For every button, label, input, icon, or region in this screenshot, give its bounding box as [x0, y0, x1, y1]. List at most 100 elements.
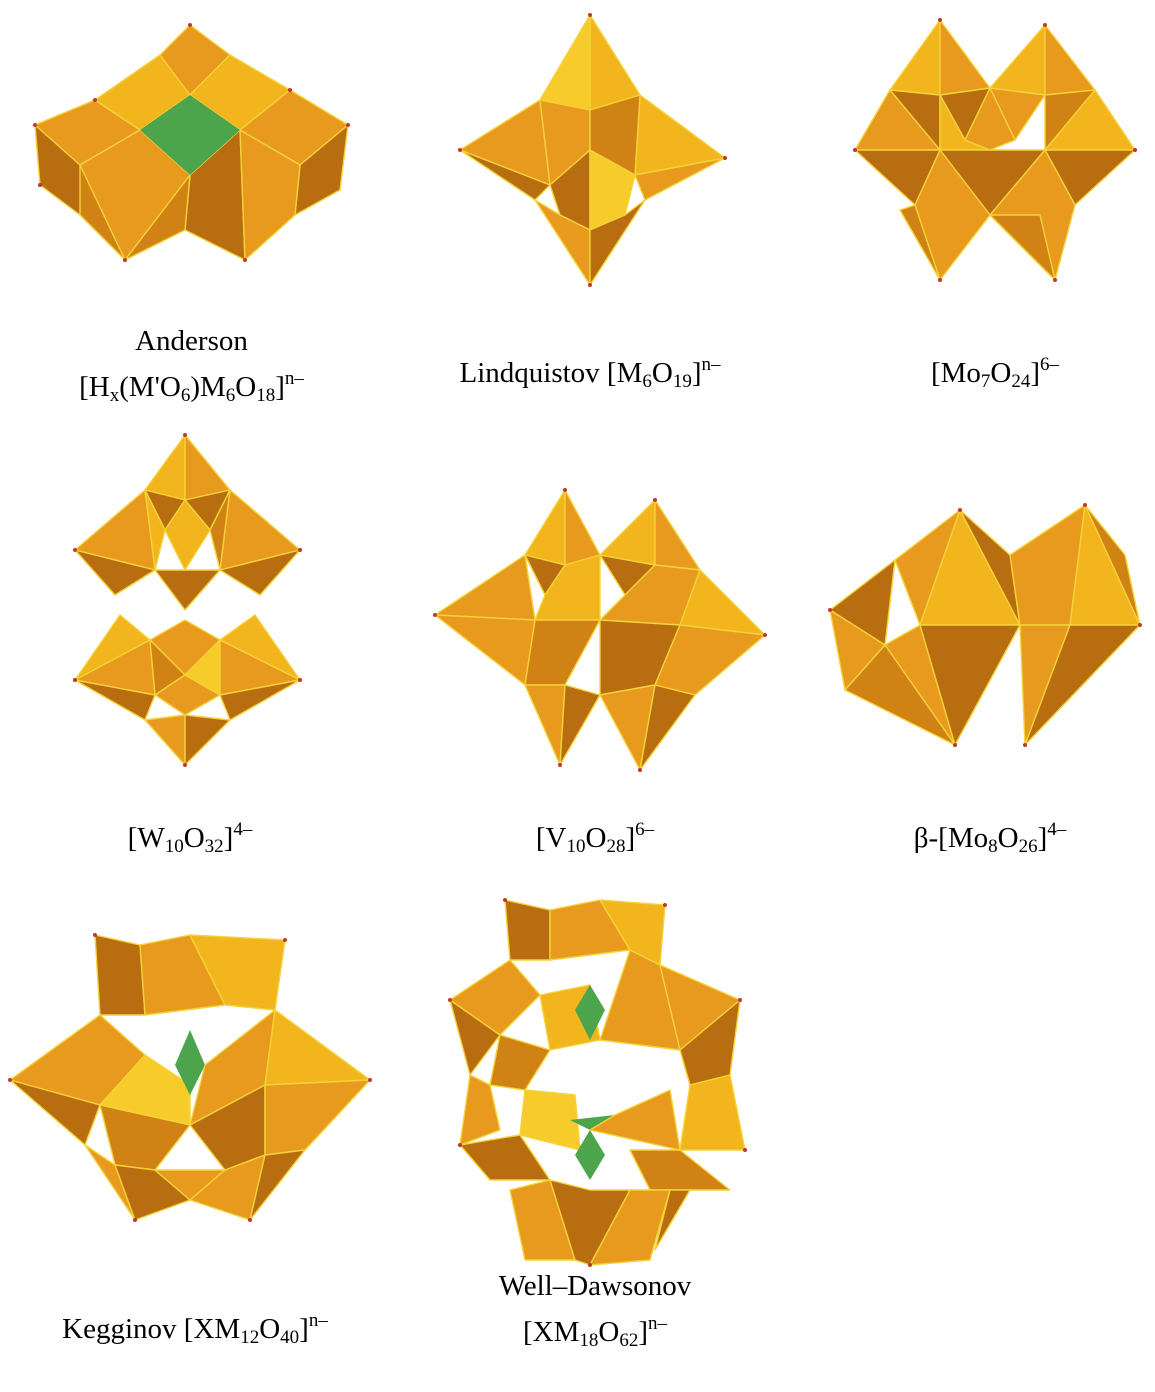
- vertex: [938, 278, 942, 282]
- vertex: [723, 156, 727, 160]
- caption-line: Lindquistov [M6O19]n–: [410, 350, 770, 396]
- beta-mo8o26-polyhedra-diagram: [825, 495, 1150, 765]
- octahedron-face: [560, 685, 600, 765]
- caption-line: [Mo7O24]6–: [840, 350, 1150, 396]
- v10o28-structure: [430, 485, 770, 775]
- octahedron-face: [490, 1035, 550, 1090]
- vertex: [368, 1078, 372, 1082]
- v10o28-caption: [V10O28]6–: [440, 815, 750, 861]
- caption-line: Well–Dawsonov: [420, 1263, 770, 1309]
- octahedron-face: [890, 20, 940, 95]
- vertex: [93, 933, 97, 937]
- vertex: [73, 678, 77, 682]
- w10o32-polyhedra-diagram: [60, 430, 320, 770]
- w10o32-structure: [60, 430, 320, 770]
- octahedron-face: [95, 935, 145, 1015]
- vertex: [243, 258, 247, 262]
- vertex: [1138, 623, 1142, 627]
- vertex: [738, 998, 742, 1002]
- anderson-polyhedra-diagram: [0, 0, 380, 300]
- vertex: [663, 903, 667, 907]
- lindquist-caption: Lindquistov [M6O19]n–: [410, 350, 770, 396]
- vertex: [298, 678, 302, 682]
- vertex: [563, 488, 567, 492]
- lindquist-structure: [430, 0, 750, 300]
- vertex: [938, 18, 942, 22]
- vertex: [1053, 278, 1057, 282]
- vertex: [1133, 148, 1137, 152]
- octahedron-face: [265, 1080, 370, 1155]
- octahedron-face: [590, 15, 640, 110]
- beta-mo8o26-caption: β-[Mo8O26]4–: [835, 815, 1145, 861]
- wells-dawson-polyhedra-diagram: [430, 890, 755, 1270]
- vertex: [73, 548, 77, 552]
- octahedron-face: [940, 20, 990, 95]
- octahedron-face: [435, 555, 535, 620]
- vertex: [503, 898, 507, 902]
- vertex: [953, 743, 957, 747]
- vertex: [588, 283, 592, 287]
- v10o28-polyhedra-diagram: [430, 485, 770, 775]
- caption-line: Kegginov [XM12O40]n–: [20, 1306, 370, 1352]
- wells-dawson-caption: Well–Dawsonov[XM18O62]n–: [420, 1263, 770, 1355]
- caption-line: [V10O28]6–: [440, 815, 750, 861]
- octahedron-face: [600, 500, 655, 565]
- octahedron-face: [525, 620, 600, 685]
- mo7o24-caption: [Mo7O24]6–: [840, 350, 1150, 396]
- vertex: [958, 508, 962, 512]
- caption-line: [XM18O62]n–: [420, 1309, 770, 1355]
- vertex: [853, 148, 857, 152]
- vertex: [1083, 503, 1087, 507]
- vertex: [458, 148, 462, 152]
- keggin-structure: [5, 925, 375, 1225]
- octahedron-face: [460, 1135, 550, 1180]
- vertex: [433, 613, 437, 617]
- octahedron-face: [155, 570, 220, 610]
- octahedron-face: [540, 15, 590, 110]
- vertex: [183, 433, 187, 437]
- octahedron-face: [525, 490, 565, 565]
- octahedron-face: [265, 1010, 370, 1085]
- vertex: [448, 998, 452, 1002]
- mo7o24-polyhedra-diagram: [840, 0, 1155, 300]
- octahedron-face: [145, 715, 185, 765]
- vertex: [1043, 23, 1047, 27]
- anderson-caption: Anderson[Hx(M'O6)M6O18]n–: [0, 318, 383, 410]
- octahedron-face: [1045, 25, 1095, 95]
- octahedron-face: [505, 900, 550, 960]
- octahedron-face: [565, 490, 600, 565]
- caption-line: [W10O32]4–: [40, 815, 340, 861]
- vertex: [188, 23, 192, 27]
- vertex: [123, 258, 127, 262]
- keggin-polyhedra-diagram: [5, 925, 375, 1225]
- anderson-structure: [0, 0, 380, 300]
- vertex: [743, 1148, 747, 1152]
- vertex: [38, 183, 42, 187]
- vertex: [653, 498, 657, 502]
- lindquist-polyhedra-diagram: [430, 0, 750, 300]
- caption-line: β-[Mo8O26]4–: [835, 815, 1145, 861]
- vertex: [1023, 743, 1027, 747]
- vertex: [283, 938, 287, 942]
- vertex: [763, 633, 767, 637]
- w10o32-caption: [W10O32]4–: [40, 815, 340, 861]
- vertex: [346, 123, 350, 127]
- vertex: [288, 88, 292, 92]
- octahedron-face: [145, 435, 185, 500]
- octahedron-face: [655, 500, 700, 570]
- mo7o24-structure: [840, 0, 1155, 300]
- octahedron-face: [185, 715, 230, 765]
- wells-dawson-structure: [430, 890, 755, 1270]
- vertex: [8, 1078, 12, 1082]
- vertex: [133, 1218, 137, 1222]
- vertex: [558, 763, 562, 767]
- octahedron-face: [435, 615, 535, 685]
- octahedron-face: [525, 685, 565, 765]
- octahedron-face: [185, 435, 230, 500]
- vertex: [33, 123, 37, 127]
- vertex: [638, 768, 642, 772]
- vertex: [588, 13, 592, 17]
- vertex: [93, 98, 97, 102]
- beta-mo8o26-structure: [825, 495, 1150, 765]
- vertex: [828, 608, 832, 612]
